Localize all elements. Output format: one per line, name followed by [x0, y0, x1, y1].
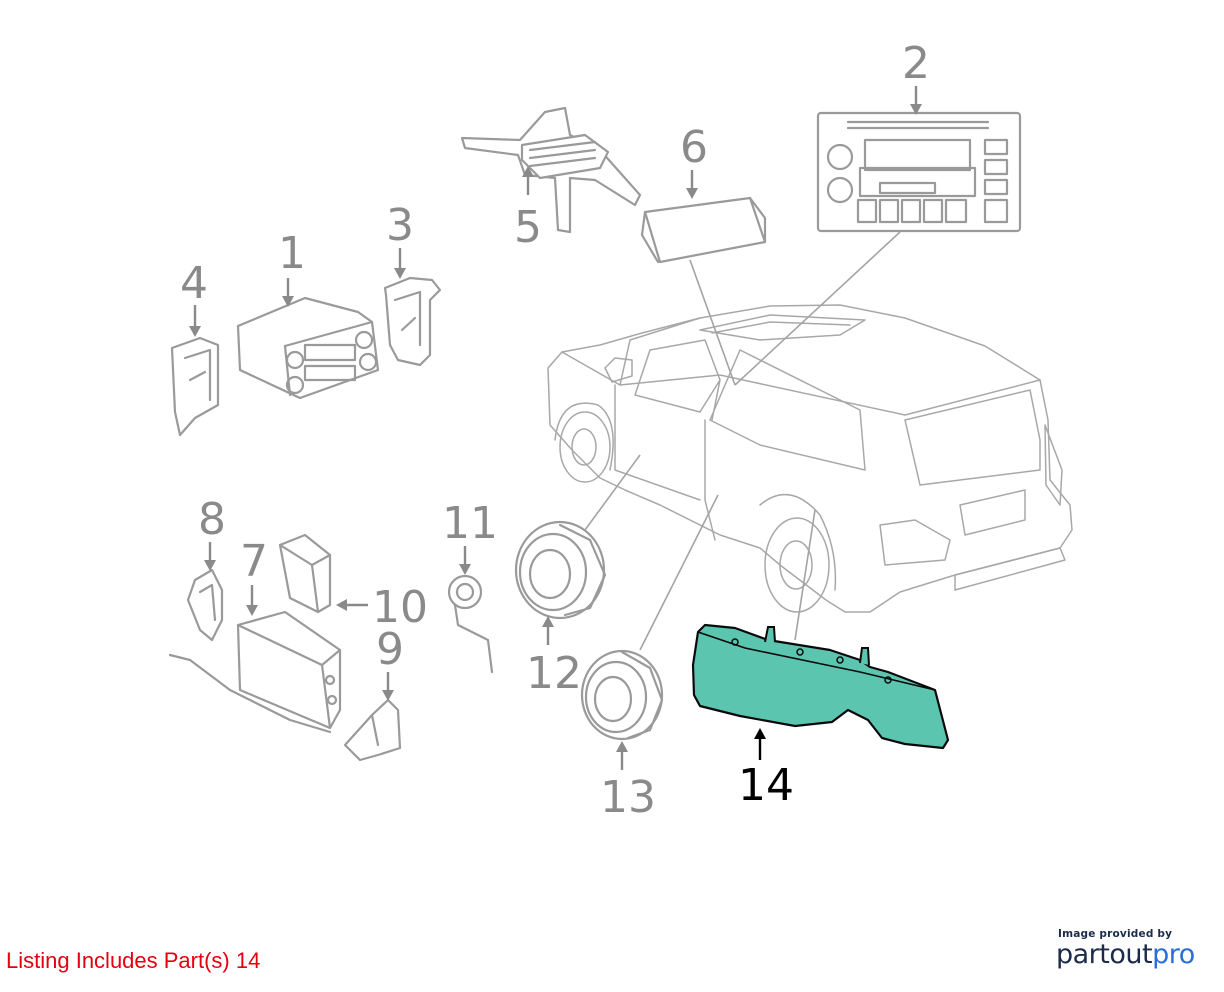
callout-5: 5: [514, 202, 542, 253]
part-9-bracket: [343, 698, 402, 762]
callout-14-highlighted: 14: [738, 760, 794, 811]
callout-7: 7: [240, 536, 268, 587]
image-provided-by-text: Image provided by: [1058, 928, 1173, 940]
callout-12: 12: [526, 648, 582, 699]
part-7-amplifier: [168, 610, 342, 734]
image-credit: Image provided by partoutpro: [1056, 928, 1206, 970]
vehicle-outline: [547, 304, 1073, 613]
callout-6: 6: [680, 122, 708, 173]
callout-3: 3: [386, 200, 414, 251]
part-2-radio-faceplate: [816, 111, 1022, 233]
part-11-tweeter: [447, 574, 494, 674]
callout-4: 4: [180, 258, 208, 309]
callout-1: 1: [278, 228, 306, 279]
part-3-bracket: [383, 276, 442, 367]
part-5-bracket-unit: [460, 106, 642, 234]
logo-text-part2: pro: [1152, 939, 1195, 970]
callout-9: 9: [376, 624, 404, 675]
partoutpro-logo: partoutpro: [1056, 940, 1206, 970]
callout-13: 13: [600, 772, 656, 823]
part-6-module: [640, 196, 767, 264]
callout-8: 8: [198, 494, 226, 545]
callout-2: 2: [902, 38, 930, 89]
callout-11: 11: [442, 498, 498, 549]
listing-includes-text: Listing Includes Part(s) 14: [6, 948, 261, 973]
callout-10: 10: [372, 582, 428, 633]
part-12-speaker: [514, 520, 607, 620]
part-13-speaker: [580, 649, 664, 741]
part-10-module: [278, 533, 332, 614]
part-14-highlighted: [691, 623, 950, 750]
part-4-bracket: [170, 336, 220, 437]
logo-text-part1: partout: [1056, 939, 1153, 970]
part-1-audio-unit: [236, 296, 380, 400]
leader-lines: [584, 231, 901, 651]
part-8-bracket: [186, 568, 224, 642]
callout-labels: 1 2 3 4 5 6 7 8 9 10 11 12 13 14: [180, 38, 930, 823]
callout-arrows: [189, 86, 922, 770]
